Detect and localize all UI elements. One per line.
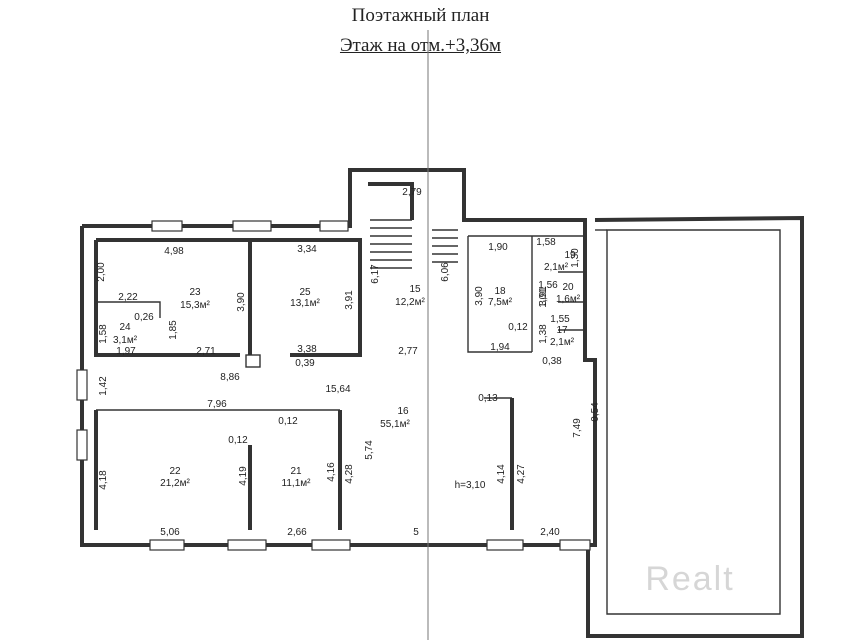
ceiling-height-label: h=3,10: [455, 480, 486, 491]
dim-label: 3,91: [344, 290, 355, 310]
dim-label: 3,34: [297, 244, 317, 255]
dim-label: 5,06: [160, 527, 180, 538]
dim-label: 1,97: [116, 346, 136, 357]
room-15-number: 15: [409, 284, 421, 295]
dim-label: 8,86: [220, 372, 240, 383]
interior-walls: [94, 235, 585, 530]
dim-label: 1,01: [538, 288, 549, 308]
dim-label: 0,12: [228, 435, 248, 446]
room-25-area: 13,1м²: [290, 298, 320, 309]
dim-label: 1,42: [98, 376, 109, 396]
dim-label: 1,58: [536, 237, 556, 248]
room-23-number: 23: [189, 287, 201, 298]
dim-label: 0,12: [278, 416, 298, 427]
room-19-number: 19: [564, 250, 576, 261]
dim-label: 0,13: [478, 393, 498, 404]
room-18-number: 18: [494, 286, 506, 297]
room-20-number: 20: [562, 282, 574, 293]
room-18-area: 7,5м²: [488, 297, 513, 308]
room-15-area: 12,2м²: [395, 297, 425, 308]
dim-label: 1,94: [490, 342, 510, 353]
dimension-labels: 2,79 4,98 3,34 2,00 2,22 0,26 1,85 3,90 …: [96, 187, 601, 538]
dim-label: 2,79: [402, 187, 422, 198]
staircase: [370, 30, 458, 640]
dim-label: 1,30: [570, 248, 581, 268]
dim-label: 6,06: [440, 262, 451, 282]
room-25-number: 25: [299, 287, 311, 298]
windows: [76, 220, 591, 551]
room-17-area: 2,1м²: [550, 337, 575, 348]
dim-label: 0,38: [542, 356, 562, 367]
room-24-area: 3,1м²: [113, 335, 138, 346]
room-22-number: 22: [169, 466, 181, 477]
dim-label: 2,71: [196, 346, 216, 357]
plan-title: Поэтажный план: [351, 5, 490, 26]
dim-label: 4,27: [516, 464, 527, 484]
dim-label: 1,58: [98, 324, 109, 344]
dim-label: 0,12: [508, 322, 528, 333]
dim-label: 2,00: [96, 262, 107, 282]
dim-label: 4,16: [326, 462, 337, 482]
room-24-number: 24: [119, 322, 131, 333]
dim-label: 4,98: [164, 246, 184, 257]
dim-label: 1,56: [538, 280, 558, 291]
dim-label: 7,49: [572, 418, 583, 438]
plan-subtitle: Этаж на отм.+3,36м: [339, 35, 502, 56]
dim-label: 2,66: [287, 527, 307, 538]
dim-label: 2,22: [118, 292, 138, 303]
dim-label: 4,18: [98, 470, 109, 490]
room-16-area: 55,1м²: [380, 419, 410, 430]
dim-label: 1,38: [538, 324, 549, 344]
dim-label: 5: [413, 527, 419, 538]
dim-label: 5,74: [364, 440, 375, 460]
room-labels: 23 15,3м² 25 13,1м² 24 3,1м² 15 12,2м² 1…: [113, 250, 581, 489]
room-17-number: 17: [556, 325, 568, 336]
dim-label: 2,77: [398, 346, 418, 357]
dim-label: 15,64: [325, 384, 350, 395]
dim-label: 3,91: [538, 286, 549, 306]
dim-label: 2,40: [540, 527, 560, 538]
dim-label: 4,14: [496, 464, 507, 484]
dim-label: 7,96: [207, 399, 227, 410]
room-21-area: 11,1м²: [282, 478, 312, 489]
dim-label: 4,28: [344, 464, 355, 484]
dim-label: 3,90: [474, 286, 485, 306]
dim-label: 3,90: [236, 292, 247, 312]
room-21-number: 21: [290, 466, 302, 477]
dim-label: 0,26: [134, 312, 154, 323]
room-16-number: 16: [397, 406, 409, 417]
room-20-area: 1,6м²: [556, 294, 581, 305]
dim-label: 1,90: [488, 242, 508, 253]
room-19-area: 2,1м²: [544, 262, 569, 273]
watermark: Realt: [645, 560, 734, 598]
dim-label: 1,55: [550, 314, 570, 325]
dim-label: 0,54: [590, 402, 601, 422]
dim-label: 0,39: [295, 358, 315, 369]
dim-label: 4,19: [238, 466, 249, 486]
dim-label: 3,38: [297, 344, 317, 355]
room-22-area: 21,2м²: [160, 478, 190, 489]
dim-label: 1,85: [168, 320, 179, 340]
dim-label: 6,17: [370, 264, 381, 284]
room-23-area: 15,3м²: [180, 300, 210, 311]
